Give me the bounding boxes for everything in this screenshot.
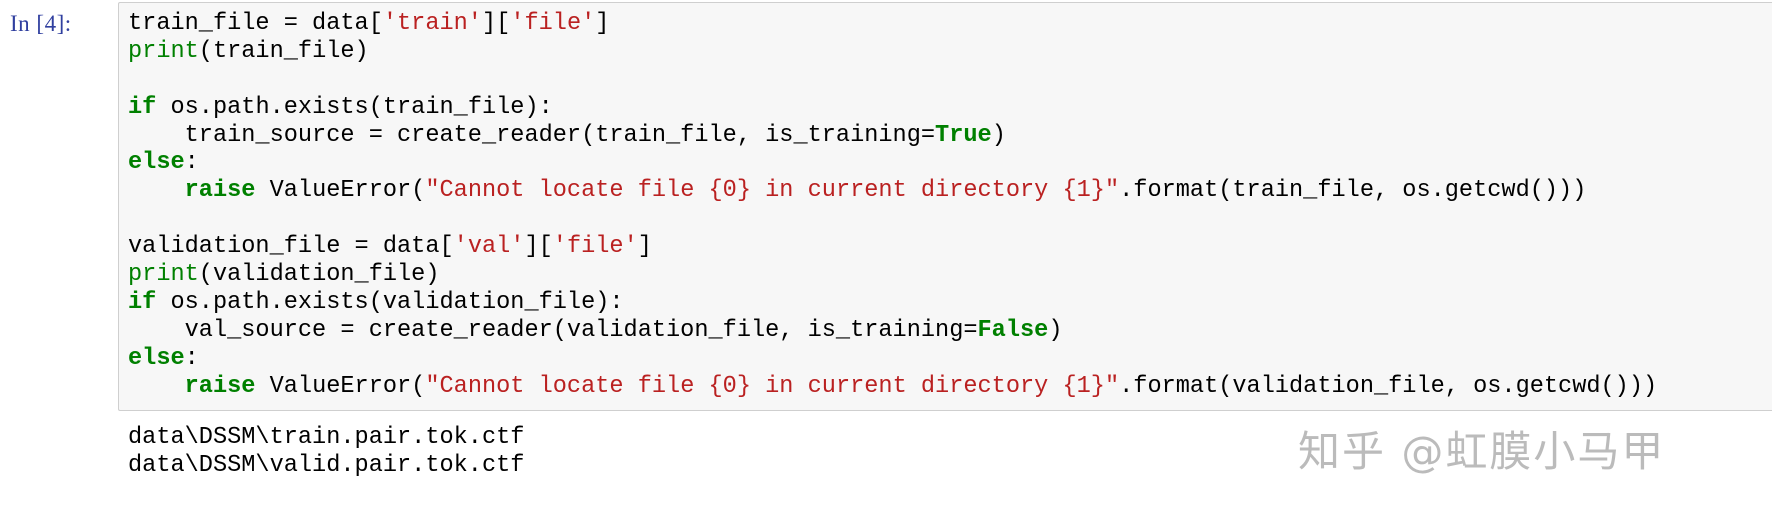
code-line (128, 66, 1657, 94)
keyword-token: raise (184, 372, 256, 400)
code-token: ) (1048, 316, 1063, 344)
string-token: "Cannot locate file {0} in current direc… (425, 372, 1120, 400)
code-line: else: (128, 345, 1657, 373)
code-token: : (184, 149, 199, 177)
keyword-token: if (128, 93, 157, 121)
code-token (128, 177, 185, 204)
code-token: val_source = create_reader(validation_fi… (128, 316, 978, 344)
code-line: print(train_file) (128, 38, 1657, 66)
keyword-token: else (128, 344, 185, 372)
code-line: val_source = create_reader(validation_fi… (128, 317, 1657, 345)
code-token: (train_file) (198, 37, 369, 65)
output-line: data\DSSM\valid.pair.tok.ctf (128, 451, 525, 479)
code-token: train_source = create_reader(train_file,… (128, 121, 936, 149)
constant-token: True (935, 121, 992, 149)
code-token: ValueError( (255, 177, 426, 205)
code-line: validation_file = data['val']['file'] (128, 233, 1657, 261)
code-token: .format(validation_file, os.getcwd())) (1119, 372, 1658, 400)
builtin-token: print (128, 261, 199, 289)
keyword-token: else (128, 149, 185, 177)
keyword-token: raise (184, 177, 256, 205)
code-token (128, 373, 185, 400)
input-prompt: In [4]: (10, 11, 72, 36)
code-token: os.path.exists(validation_file): (156, 288, 624, 316)
code-token: : (184, 344, 199, 372)
string-token: "Cannot locate file {0} in current direc… (425, 177, 1120, 205)
string-token: 'file' (552, 233, 638, 261)
code-token: ] (637, 233, 652, 261)
code-token: ][ (481, 10, 511, 37)
code-token: .format(train_file, os.getcwd())) (1119, 177, 1587, 205)
output-line: data\DSSM\train.pair.tok.ctf (128, 424, 525, 451)
string-token: 'val' (453, 233, 525, 261)
string-token: 'file' (510, 10, 596, 37)
code-line: raise ValueError("Cannot locate file {0}… (128, 177, 1657, 205)
code-cell-editor[interactable] (118, 2, 1772, 411)
code-line (128, 205, 1657, 233)
code-token: ) (991, 121, 1006, 149)
code-token: train_file = data[ (128, 10, 383, 37)
code-line: train_source = create_reader(train_file,… (128, 122, 1657, 150)
code-line: else: (128, 149, 1657, 177)
code-block[interactable]: train_file = data['train']['file']print(… (128, 10, 1657, 400)
code-token: ][ (524, 233, 553, 261)
code-token: ValueError( (255, 372, 426, 400)
constant-token: False (977, 316, 1049, 344)
code-token: os.path.exists(train_file): (156, 93, 553, 121)
code-line: if os.path.exists(validation_file): (128, 289, 1657, 317)
code-token: ] (595, 10, 610, 37)
code-token: validation_file = data[ (128, 233, 454, 261)
code-token: (validation_file) (198, 261, 440, 289)
code-line: print(validation_file) (128, 261, 1657, 289)
string-token: 'train' (382, 10, 482, 37)
code-line: train_file = data['train']['file'] (128, 10, 1657, 38)
code-line: if os.path.exists(train_file): (128, 94, 1657, 122)
builtin-token: print (128, 37, 199, 65)
keyword-token: if (128, 288, 157, 316)
watermark: 知乎 @虹膜小马甲 (1298, 427, 1666, 476)
code-line: raise ValueError("Cannot locate file {0}… (128, 372, 1658, 401)
